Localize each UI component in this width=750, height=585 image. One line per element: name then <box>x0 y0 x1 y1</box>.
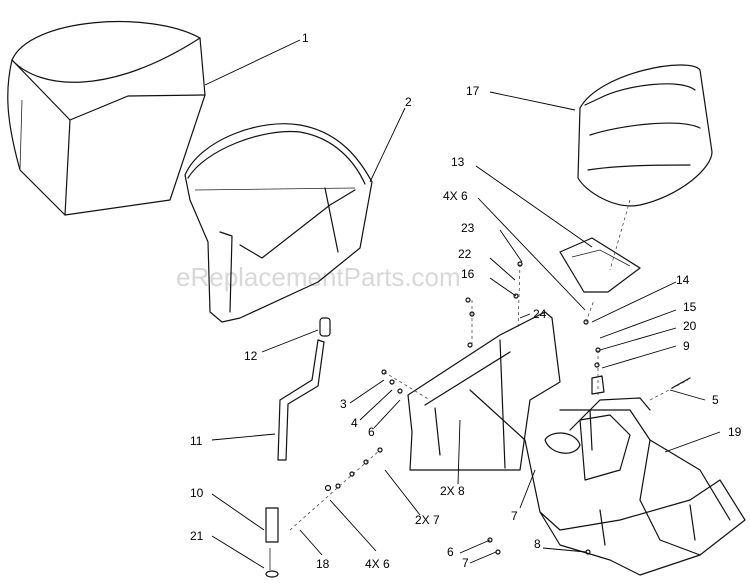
callout-19: 19 <box>728 425 742 439</box>
callout-2: 2 <box>405 95 412 109</box>
callout-23: 23 <box>461 221 475 235</box>
callout-6-lower: 6 <box>447 545 454 559</box>
callout-9: 9 <box>683 339 690 353</box>
callout-7-lower: 7 <box>462 556 469 570</box>
callout-22: 22 <box>458 247 472 261</box>
callout-4x6-upper: 4X 6 <box>443 189 468 203</box>
seat-bracket-part <box>559 237 641 293</box>
callout-5: 5 <box>712 393 719 407</box>
callout-15: 15 <box>683 300 697 314</box>
callout-16: 16 <box>461 267 475 281</box>
hardware-fasteners <box>324 261 691 555</box>
leader-lines <box>204 39 721 569</box>
callout-labels: 1 2 12 11 10 21 18 4X 6 2X 7 3 4 6 17 13… <box>190 31 742 571</box>
callout-20: 20 <box>683 319 697 333</box>
callout-1: 1 <box>302 31 309 45</box>
callout-10: 10 <box>190 486 204 500</box>
canopy-frame-part <box>184 123 373 323</box>
callout-8: 8 <box>534 537 541 551</box>
seat-part <box>577 64 713 207</box>
callout-21: 21 <box>190 529 204 543</box>
callout-17: 17 <box>466 84 480 98</box>
callout-7-right: 7 <box>511 509 518 523</box>
callout-3: 3 <box>340 397 347 411</box>
support-post-part <box>265 317 331 578</box>
callout-2x7: 2X 7 <box>415 513 440 527</box>
callout-14: 14 <box>676 273 690 287</box>
canopy-cover-part <box>7 20 206 216</box>
assembly-lines <box>289 199 689 531</box>
main-frame-part <box>407 311 746 576</box>
callout-4x6-lower: 4X 6 <box>365 557 390 571</box>
callout-4: 4 <box>351 416 358 430</box>
watermark-text: eReplacementParts.com <box>176 262 461 292</box>
callout-18: 18 <box>316 557 330 571</box>
callout-12: 12 <box>244 349 258 363</box>
callout-6-upper: 6 <box>368 425 375 439</box>
callout-13: 13 <box>451 155 465 169</box>
callout-24: 24 <box>533 307 547 321</box>
callout-2x8: 2X 8 <box>440 484 465 498</box>
callout-11: 11 <box>190 434 203 448</box>
